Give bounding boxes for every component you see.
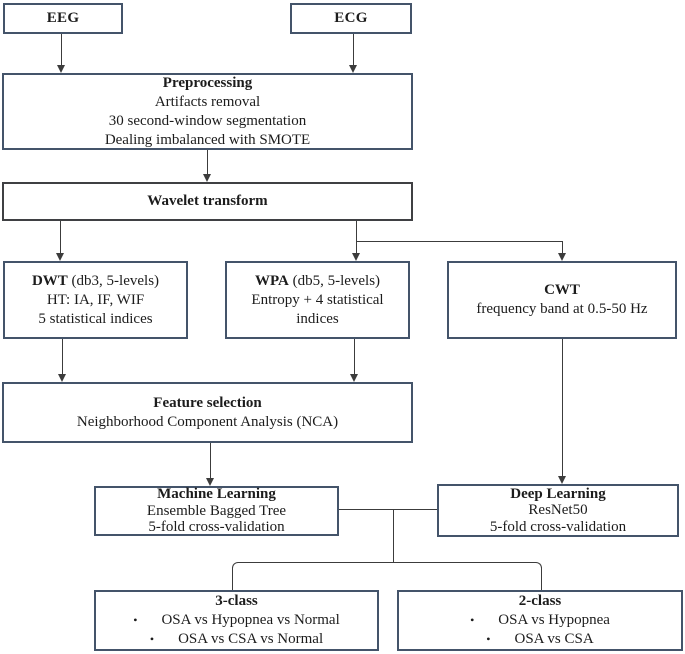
preprocessing-line: 30 second-window segmentation xyxy=(108,112,307,129)
three-class-title: 3-class xyxy=(215,593,258,609)
wavelet-transform-box: Wavelet transform xyxy=(2,182,413,221)
ecg-to-preprocessing-line xyxy=(353,34,354,65)
machine-learning-line: Ensemble Bagged Tree xyxy=(146,502,287,519)
ml-to-dl-connector-line xyxy=(339,509,437,510)
wavelet-to-dwt-line xyxy=(60,221,61,253)
arrow-down-icon xyxy=(58,374,66,382)
eeg-to-preprocessing-line xyxy=(61,34,62,65)
output-branch-connector xyxy=(232,562,542,590)
preprocessing-box: Preprocessing Artifacts removal 30 secon… xyxy=(2,73,413,150)
bullet-icon: • xyxy=(149,632,155,646)
dwt-to-feature-selection-line xyxy=(62,339,63,374)
machine-learning-title: Machine Learning xyxy=(157,486,276,503)
wpa-title: WPA (db5, 5-levels) xyxy=(254,272,381,289)
preprocessing-line: Dealing imbalanced with SMOTE xyxy=(104,131,311,148)
cwt-line: frequency band at 0.5-50 Hz xyxy=(476,301,648,317)
eeg-label: EEG xyxy=(46,10,80,26)
feature-selection-to-ml-line xyxy=(210,443,211,478)
feature-selection-title: Feature selection xyxy=(153,394,262,411)
arrow-down-icon xyxy=(352,253,360,261)
arrow-down-icon xyxy=(558,253,566,261)
wpa-box: WPA (db5, 5-levels) Entropy + 4 statisti… xyxy=(225,261,410,339)
arrow-down-icon xyxy=(57,65,65,73)
ecg-box: ECG xyxy=(290,3,412,34)
wavelet-to-wpa-line xyxy=(356,221,357,253)
deep-learning-line: 5-fold cross-validation xyxy=(489,518,627,535)
arrow-down-icon xyxy=(350,374,358,382)
preprocessing-to-wavelet-line xyxy=(207,150,208,174)
arrow-down-icon xyxy=(349,65,357,73)
three-class-box: 3-class • OSA vs Hypopnea vs Normal • OS… xyxy=(94,590,379,651)
machine-learning-box: Machine Learning Ensemble Bagged Tree 5-… xyxy=(94,486,339,536)
feature-selection-box: Feature selection Neighborhood Component… xyxy=(2,382,413,443)
cwt-to-deep-learning-line xyxy=(562,339,563,476)
deep-learning-box: Deep Learning ResNet50 5-fold cross-vali… xyxy=(437,484,679,537)
arrow-down-icon xyxy=(206,478,214,486)
two-class-box: 2-class • OSA vs Hypopnea • OSA vs CSA xyxy=(397,590,683,651)
ecg-label: ECG xyxy=(334,10,368,26)
cwt-box: CWT frequency band at 0.5-50 Hz xyxy=(447,261,677,339)
arrow-down-icon xyxy=(558,476,566,484)
two-class-item: • OSA vs Hypopnea xyxy=(470,612,610,628)
wavelet-branch-line xyxy=(356,241,563,242)
wpa-line: Entropy + 4 statistical xyxy=(251,291,384,308)
feature-selection-line: Neighborhood Component Analysis (NCA) xyxy=(76,413,339,430)
dwt-title: DWT (db3, 5-levels) xyxy=(31,272,160,289)
preprocessing-line: Artifacts removal xyxy=(154,93,261,110)
dwt-line: 5 statistical indices xyxy=(38,310,153,327)
wavelet-transform-title: Wavelet transform xyxy=(147,193,268,209)
three-class-item: • OSA vs CSA vs Normal xyxy=(149,631,324,647)
arrow-down-icon xyxy=(203,174,211,182)
machine-learning-line: 5-fold cross-validation xyxy=(148,519,285,536)
cwt-title: CWT xyxy=(544,282,580,298)
branch-to-cwt-line xyxy=(562,241,563,253)
preprocessing-title: Preprocessing xyxy=(162,74,253,91)
dwt-line: HT: IA, IF, WIF xyxy=(46,291,145,308)
arrow-down-icon xyxy=(56,253,64,261)
deep-learning-title: Deep Learning xyxy=(510,485,606,502)
bullet-icon: • xyxy=(470,613,475,627)
two-class-item: • OSA vs CSA xyxy=(486,631,594,647)
bullet-icon: • xyxy=(133,613,138,627)
eeg-box: EEG xyxy=(3,3,123,34)
three-class-item: • OSA vs Hypopnea vs Normal xyxy=(133,612,340,628)
classifier-output-stem-line xyxy=(393,509,394,562)
wpa-to-feature-selection-line xyxy=(354,339,355,374)
two-class-title: 2-class xyxy=(518,593,562,609)
deep-learning-line: ResNet50 xyxy=(528,502,588,519)
bullet-icon: • xyxy=(486,632,491,646)
wpa-line: indices xyxy=(296,310,339,327)
dwt-box: DWT (db3, 5-levels) HT: IA, IF, WIF 5 st… xyxy=(3,261,188,339)
